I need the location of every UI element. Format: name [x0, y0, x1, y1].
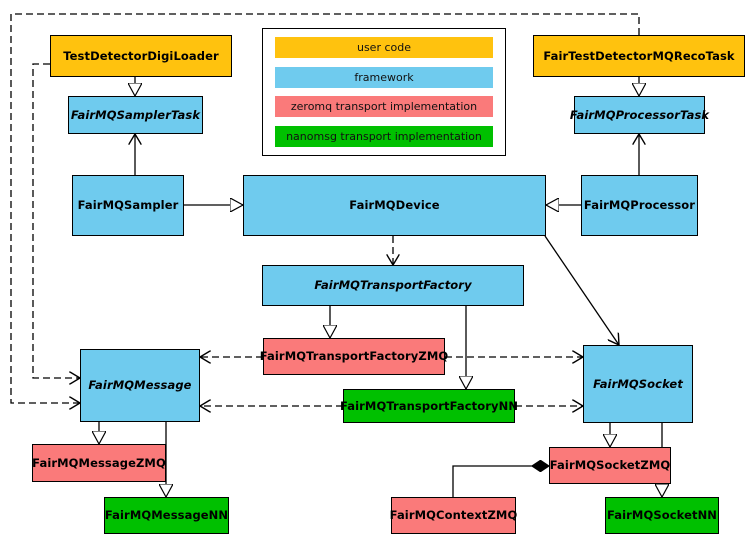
- class-box-fairmqmessagezmq[interactable]: FairMQMessageZMQ: [32, 444, 166, 482]
- class-label-fairmqmessage: FairMQMessage: [88, 378, 192, 393]
- class-label-fairmqdevice: FairMQDevice: [349, 198, 440, 213]
- class-label-fairmqprocessor: FairMQProcessor: [583, 198, 696, 213]
- class-label-fairtestdetectormqrecotask: FairTestDetectorMQRecoTask: [543, 48, 735, 63]
- legend-label-zeromq: zeromq transport implementation: [290, 100, 478, 114]
- legend-label-framework: framework: [354, 70, 414, 84]
- legend-item-zeromq: zeromq transport implementation: [275, 96, 493, 118]
- legend-item-framework: framework: [275, 66, 493, 88]
- class-label-fairmqsocket: FairMQSocket: [593, 376, 683, 391]
- class-box-fairmqsocketnn[interactable]: FairMQSocketNN: [605, 497, 719, 534]
- legend-item-nanomsg: nanomsg transport implementation: [275, 125, 493, 147]
- class-box-fairmqprocessor[interactable]: FairMQProcessor: [581, 175, 698, 236]
- class-label-fairmqsamplertask: FairMQSamplerTask: [70, 107, 201, 122]
- class-box-fairmqdevice[interactable]: FairMQDevice: [243, 175, 546, 236]
- class-box-fairmqsocketzmq[interactable]: FairMQSocketZMQ: [549, 447, 671, 484]
- class-label-fairmqsocketzmq: FairMQSocketZMQ: [549, 458, 671, 473]
- class-box-testdetectordigiloader[interactable]: TestDetectorDigiLoader: [50, 35, 232, 77]
- class-box-fairmqtransportfactorynn[interactable]: FairMQTransportFactoryNN: [339, 389, 519, 423]
- class-label-fairmqprocessortask: FairMQProcessorTask: [569, 107, 710, 122]
- class-label-fairmqmessagenn: FairMQMessageNN: [104, 508, 229, 523]
- legend-label-user-code: user code: [356, 41, 412, 54]
- edge-contextzmq-to-socketzmq: [452, 466, 549, 497]
- class-box-fairmqsocket[interactable]: FairMQSocket: [583, 345, 693, 423]
- class-box-fairmqsamplertask[interactable]: FairMQSamplerTask: [68, 96, 203, 134]
- class-label-fairmqsocketnn: FairMQSocketNN: [606, 508, 718, 523]
- class-box-fairmqprocessortask[interactable]: FairMQProcessorTask: [570, 96, 709, 134]
- class-box-fairmqsampler[interactable]: FairMQSampler: [72, 175, 184, 236]
- class-label-fairmqcontextzmq: FairMQContextZMQ: [389, 508, 518, 523]
- edge-device-to-socket: [544, 235, 619, 345]
- class-label-fairmqmessagezmq: FairMQMessageZMQ: [32, 455, 166, 470]
- class-label-fairmqtransportfactory: FairMQTransportFactory: [314, 278, 472, 293]
- class-box-fairmqcontextzmq[interactable]: FairMQContextZMQ: [389, 497, 518, 534]
- class-label-testdetectordigiloader: TestDetectorDigiLoader: [63, 48, 219, 63]
- legend-label-nanomsg: nanomsg transport implementation: [286, 129, 482, 143]
- class-box-fairmqtransportfactoryzmq[interactable]: FairMQTransportFactoryZMQ: [260, 338, 448, 375]
- class-label-fairmqtransportfactoryzmq: FairMQTransportFactoryZMQ: [259, 349, 449, 364]
- class-label-fairmqsampler: FairMQSampler: [77, 198, 179, 213]
- class-label-fairmqtransportfactorynn: FairMQTransportFactoryNN: [339, 398, 519, 413]
- class-box-fairmqtransportfactory[interactable]: FairMQTransportFactory: [262, 265, 524, 306]
- legend-item-user-code: user code: [275, 37, 493, 58]
- class-box-fairtestdetectormqrecotask[interactable]: FairTestDetectorMQRecoTask: [533, 35, 745, 77]
- legend: user code framework zeromq transport imp…: [262, 28, 506, 156]
- class-box-fairmqmessage[interactable]: FairMQMessage: [80, 349, 200, 422]
- class-box-fairmqmessagenn[interactable]: FairMQMessageNN: [104, 497, 229, 534]
